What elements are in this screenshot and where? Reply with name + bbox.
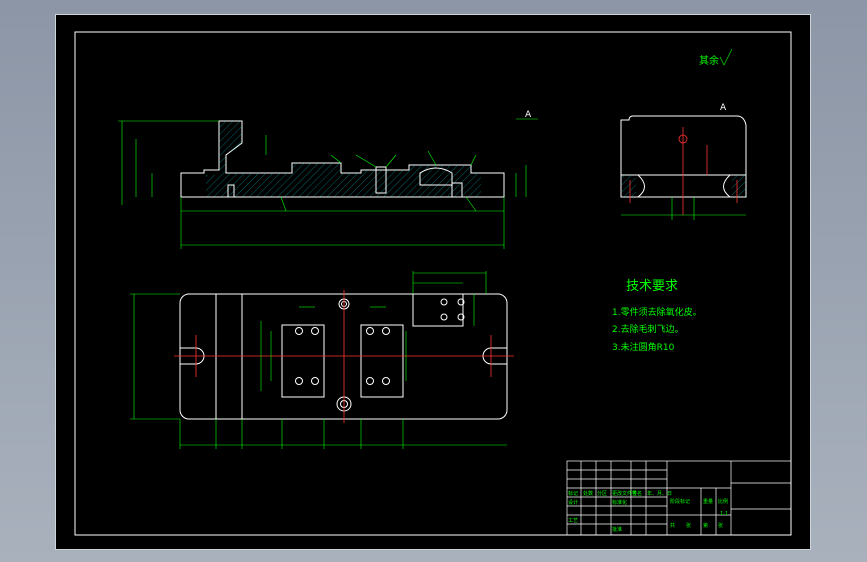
title-block-cell: 第 (703, 522, 708, 529)
front-section-view: A (118, 110, 538, 249)
cad-drawing-viewport[interactable]: 其余 A (55, 14, 811, 550)
roughness-note-text: 其余 (699, 54, 719, 67)
section-label-left: A (525, 110, 532, 120)
title-block-cell: 共 (670, 522, 675, 529)
side-section-view: A (620, 103, 747, 220)
tech-requirements: 技术要求 1.零件须去除氧化皮。 2.去除毛刺飞边。 3.未注圆角R10 (612, 279, 702, 353)
title-block: 标记 处数 分区 更改文件号 签名 年、月、日 设计 标准化 工艺 批准 阶段标… (566, 460, 792, 536)
title-block-cell: 张 (718, 522, 723, 529)
title-block-cell: 比例 (718, 498, 728, 505)
plan-view-pocket (360, 324, 404, 398)
title-block-cell: 工艺 (568, 518, 578, 524)
plan-view-outline (179, 293, 508, 420)
drawing-frame (74, 31, 792, 536)
front-view-hatch (206, 121, 481, 197)
tech-requirement-item: 1.零件须去除氧化皮。 (612, 306, 702, 318)
tech-requirement-item: 3.未注圆角R10 (612, 341, 675, 353)
title-block-cell: 更改文件号 (612, 490, 637, 497)
side-view-outline (620, 115, 747, 198)
tech-requirements-title: 技术要求 (626, 279, 678, 294)
front-view-slot (375, 166, 387, 194)
title-block-cell: 重量 (703, 498, 713, 505)
title-block-cell: 张 (686, 522, 691, 529)
title-block-cell: 标准化 (612, 499, 627, 506)
roughness-note: 其余 (699, 48, 733, 67)
title-block-cell: 阶段标记 (670, 498, 690, 505)
title-block-cell: 批准 (612, 526, 622, 533)
roughness-symbol-icon (719, 48, 733, 66)
title-block-cell: 标记 (568, 490, 578, 497)
title-block-cell: 1:1 (720, 511, 728, 517)
tech-requirement-item: 2.去除毛刺飞边。 (612, 323, 684, 335)
drawing-canvas: 其余 A (74, 31, 792, 536)
plan-view-detail-plate (412, 293, 464, 327)
top-plan-view (130, 271, 514, 449)
title-block-cell: 年、月、日 (647, 490, 672, 497)
title-block-cell: 设计 (568, 499, 578, 506)
plan-view-pocket (281, 324, 325, 398)
title-block-cell: 处数 (583, 490, 593, 497)
title-block-cell: 分区 (597, 490, 607, 497)
section-label-right: A (720, 103, 727, 113)
title-block-cell: 签名 (632, 490, 642, 497)
